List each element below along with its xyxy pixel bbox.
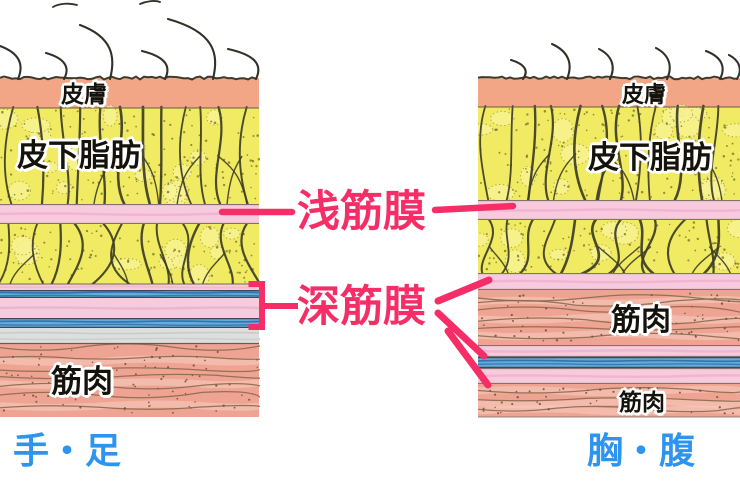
left-skin-label: 皮膚 (61, 81, 107, 107)
left-muscle-label: 筋肉 (51, 364, 113, 399)
right-muscle-upper-label: 筋肉 (611, 304, 671, 337)
right-subcutaneous-fat-label: 皮下脂肪 (588, 140, 712, 175)
right-muscle-lower-label: 筋肉 (619, 389, 665, 415)
right-caption: 胸・腹 (587, 430, 696, 471)
superficial-fascia-label: 浅筋膜 (297, 188, 426, 236)
right-panel-illustration (478, 42, 740, 418)
deep-fascia-label: 深筋膜 (297, 283, 426, 331)
right-skin-label: 皮膚 (622, 82, 667, 107)
left-caption: 手・足 (13, 430, 122, 471)
left-panel-illustration (0, 0, 260, 417)
left-subcutaneous-fat-label: 皮下脂肪 (17, 138, 141, 173)
